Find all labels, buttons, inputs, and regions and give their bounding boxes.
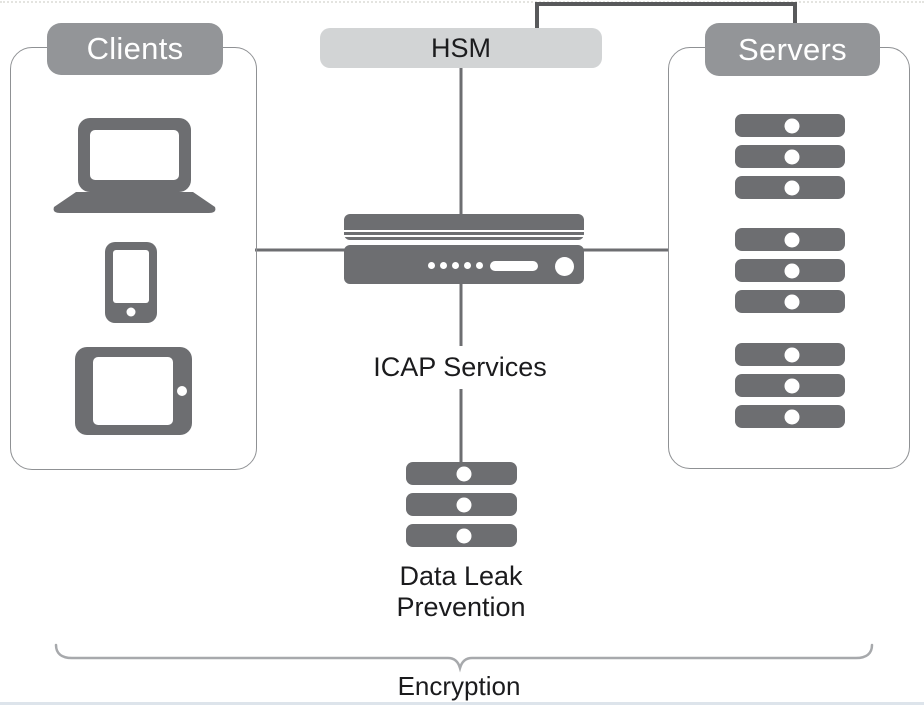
server-icon [735,259,845,282]
server-drive-dot [784,409,800,424]
servers-label-text: Servers [738,31,847,67]
led-dot [440,262,447,269]
encryption-brace [54,643,874,673]
server-icon [735,145,845,168]
hsm-label-text: HSM [431,32,491,63]
server-icon [735,176,845,199]
server-icon [735,290,845,313]
page-top-edge [0,1,924,3]
dlp-server-icon [406,462,517,485]
dlp-label-line2: Prevention [396,592,526,622]
server-icon [735,405,845,428]
server-drive-dot [784,263,800,278]
laptop-icon [53,118,216,213]
proxy-appliance-top-unit [344,214,584,240]
hsm-servers-bracket-line [535,2,797,30]
led-dot [464,262,471,269]
dlp-label: Data Leak Prevention [351,561,571,623]
proxy-appliance-bottom-unit [344,245,584,284]
dlp-server-icon [406,524,517,547]
tablet-icon [75,347,192,435]
server-icon [735,374,845,397]
server-drive-dot [784,232,800,247]
server-drive-dot [784,378,800,393]
server-drive-dot [784,118,800,133]
server-drive-dot [784,347,800,362]
page-bottom-edge [0,702,924,705]
drive-slot [490,261,538,271]
led-dot [452,262,459,269]
hsm-box: HSM [320,28,602,68]
led-dot [476,262,483,269]
server-drive-dot [784,294,800,309]
led-dot [428,262,435,269]
icap-services-label: ICAP Services [373,352,547,382]
appliance-vent-line [344,235,584,237]
server-icon [735,343,845,366]
clients-label-text: Clients [86,31,184,66]
server-icon [735,228,845,251]
smartphone-icon [105,242,157,323]
dlp-label-line1: Data Leak [399,561,523,591]
encryption-label: Encryption [397,671,521,701]
server-drive-dot [784,180,800,195]
server-drive-dot [456,466,472,481]
servers-label: Servers [705,23,880,76]
server-drive-dot [456,528,472,543]
dlp-server-icon [406,493,517,516]
server-icon [735,114,845,137]
power-button-icon [555,257,574,276]
clients-label: Clients [47,23,223,75]
server-drive-dot [456,497,472,512]
server-drive-dot [784,149,800,164]
appliance-vent-line [344,230,584,232]
